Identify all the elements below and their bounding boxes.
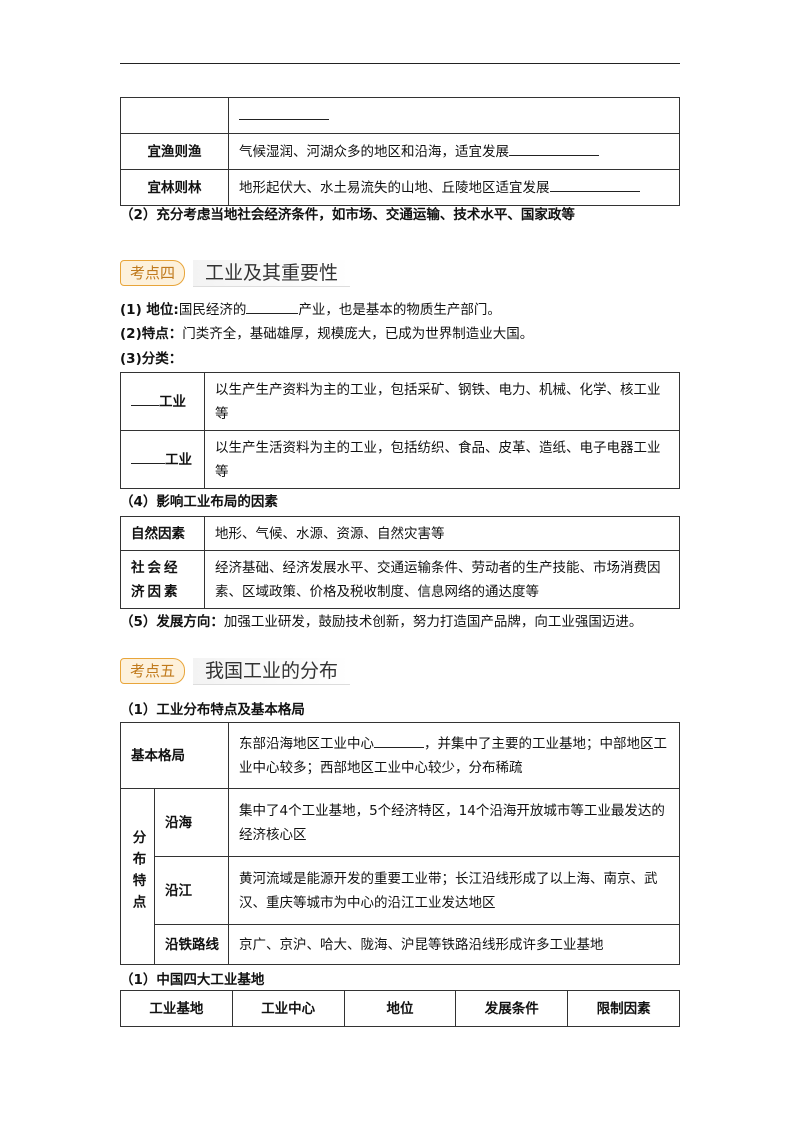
column-header: 限制因素 xyxy=(567,990,680,1027)
row-label: 沿江 xyxy=(154,856,229,925)
bases-table: 工业基地 工业中心 地位 发展条件 限制因素 xyxy=(120,990,680,1027)
answer-blank xyxy=(239,105,329,120)
row-label: 基本格局 xyxy=(120,722,229,789)
item-text: 加强工业研发，鼓励技术创新，努力打造国产品牌，向工业强国迈进。 xyxy=(223,614,643,630)
answer-blank xyxy=(131,449,165,464)
row-label: 自然因素 xyxy=(120,516,205,551)
item-text: 国民经济的 xyxy=(178,302,247,318)
answer-blank xyxy=(374,733,424,748)
answer-blank xyxy=(549,177,640,192)
answer-blank xyxy=(246,299,299,314)
column-header: 工业基地 xyxy=(120,990,233,1027)
cell-text: 东部沿海地区工业中心 xyxy=(239,735,374,752)
section-tag: 考点五 xyxy=(120,658,186,684)
row-label: 宜林则林 xyxy=(120,169,229,206)
item-text: 门类齐全，基础雄厚，规模庞大，已成为世界制造业大国。 xyxy=(182,326,534,342)
table-cell: 京广、京沪、哈大、陇海、沪昆等铁路沿线形成许多工业基地 xyxy=(228,924,680,965)
position-line: (1) 地位:国民经济的 产业，也是基本的物质生产部门。 xyxy=(120,299,501,320)
subsection-heading: （1）中国四大工业基地 xyxy=(120,972,265,988)
table-cell: 经济基础、经济发展水平、交通运输条件、劳动者的生产技能、市场消费因素、区域政策、… xyxy=(204,550,680,609)
column-header: 工业中心 xyxy=(231,990,345,1027)
item-text: 产业，也是基本的物质生产部门。 xyxy=(298,302,501,318)
row-label: 宜渔则渔 xyxy=(120,133,229,170)
section-heading-4: 考点四 工业及其重要性 xyxy=(120,259,351,287)
table-cell: 以生产生活资料为主的工业，包括纺织、食品、皮革、造纸、电子电器工业等 xyxy=(204,430,680,489)
row-label: 沿海 xyxy=(154,788,229,857)
label-text: 工业 xyxy=(165,451,192,468)
section-title: 我国工业的分布 xyxy=(193,657,351,685)
row-label: 社会经济因素 xyxy=(120,550,205,609)
table-cell: 地形、气候、水源、资源、自然灾害等 xyxy=(204,516,680,551)
group-label-cell: 分布特点 xyxy=(120,788,155,965)
item-label: （5）发展方向： xyxy=(120,614,224,630)
note-line: （2）充分考虑当地社会经济条件，如市场、交通运输、技术水平、国家政等 xyxy=(120,207,575,223)
features-line: (2)特点：门类齐全，基础雄厚，规模庞大，已成为世界制造业大国。 xyxy=(120,324,533,344)
distribution-table: 基本格局 东部沿海地区工业中心，并集中了主要的工业基地；中部地区工业中心较多；西… xyxy=(120,722,680,965)
table-cell xyxy=(228,97,680,134)
item-label: (2)特点： xyxy=(120,326,183,342)
classification-label: (3)分类： xyxy=(120,351,183,367)
item-label: (1) 地位: xyxy=(120,302,179,318)
group-label: 分布特点 xyxy=(129,829,146,916)
label-text: 工业 xyxy=(159,393,186,410)
table-cell xyxy=(120,97,229,134)
factors-heading: （4）影响工业布局的因素 xyxy=(120,494,278,510)
row-label: 工业 xyxy=(120,372,205,431)
factors-table: 自然因素 地形、气候、水源、资源、自然灾害等 社会经济因素 经济基础、经济发展水… xyxy=(120,516,680,609)
section-title: 工业及其重要性 xyxy=(193,259,351,287)
row-label: 沿铁路线 xyxy=(154,924,229,965)
subsection-heading: （1）工业分布特点及基本格局 xyxy=(120,702,305,718)
column-header: 地位 xyxy=(343,990,457,1027)
column-header: 发展条件 xyxy=(455,990,569,1027)
table-cell: 地形起伏大、水土易流失的山地、丘陵地区适宜发展 xyxy=(228,169,680,206)
answer-blank xyxy=(509,141,599,156)
section-tag: 考点四 xyxy=(120,260,186,286)
header-rule xyxy=(120,63,680,64)
direction-line: （5）发展方向：加强工业研发，鼓励技术创新，努力打造国产品牌，向工业强国迈进。 xyxy=(120,612,642,632)
table-cell: 黄河流域是能源开发的重要工业带；长江沿线形成了以上海、南京、武汉、重庆等城市为中… xyxy=(228,856,680,925)
table-cell: 东部沿海地区工业中心，并集中了主要的工业基地；中部地区工业中心较多；西部地区工业… xyxy=(228,722,680,789)
cell-text: 气候湿润、河湖众多的地区和沿海，适宜发展 xyxy=(239,143,509,160)
classification-table: 工业 以生产生产资料为主的工业，包括采矿、钢铁、电力、机械、化学、核工业等 工业… xyxy=(120,372,680,489)
answer-blank xyxy=(131,391,159,406)
row-label: 工业 xyxy=(120,430,205,489)
agriculture-table: 宜渔则渔 气候湿润、河湖众多的地区和沿海，适宜发展 宜林则林 地形起伏大、水土易… xyxy=(120,97,680,206)
table-cell: 集中了4个工业基地，5个经济特区，14个沿海开放城市等工业最发达的经济核心区 xyxy=(228,788,680,857)
cell-text: ，并集中了主要的工业基地；中部地区工业中心较多；西部地区工业中心较少，分布稀疏 xyxy=(239,735,667,776)
section-heading-5: 考点五 我国工业的分布 xyxy=(120,657,351,685)
table-cell: 以生产生产资料为主的工业，包括采矿、钢铁、电力、机械、化学、核工业等 xyxy=(204,372,680,431)
table-cell: 气候湿润、河湖众多的地区和沿海，适宜发展 xyxy=(228,133,680,170)
cell-text: 地形起伏大、水土易流失的山地、丘陵地区适宜发展 xyxy=(239,179,550,196)
